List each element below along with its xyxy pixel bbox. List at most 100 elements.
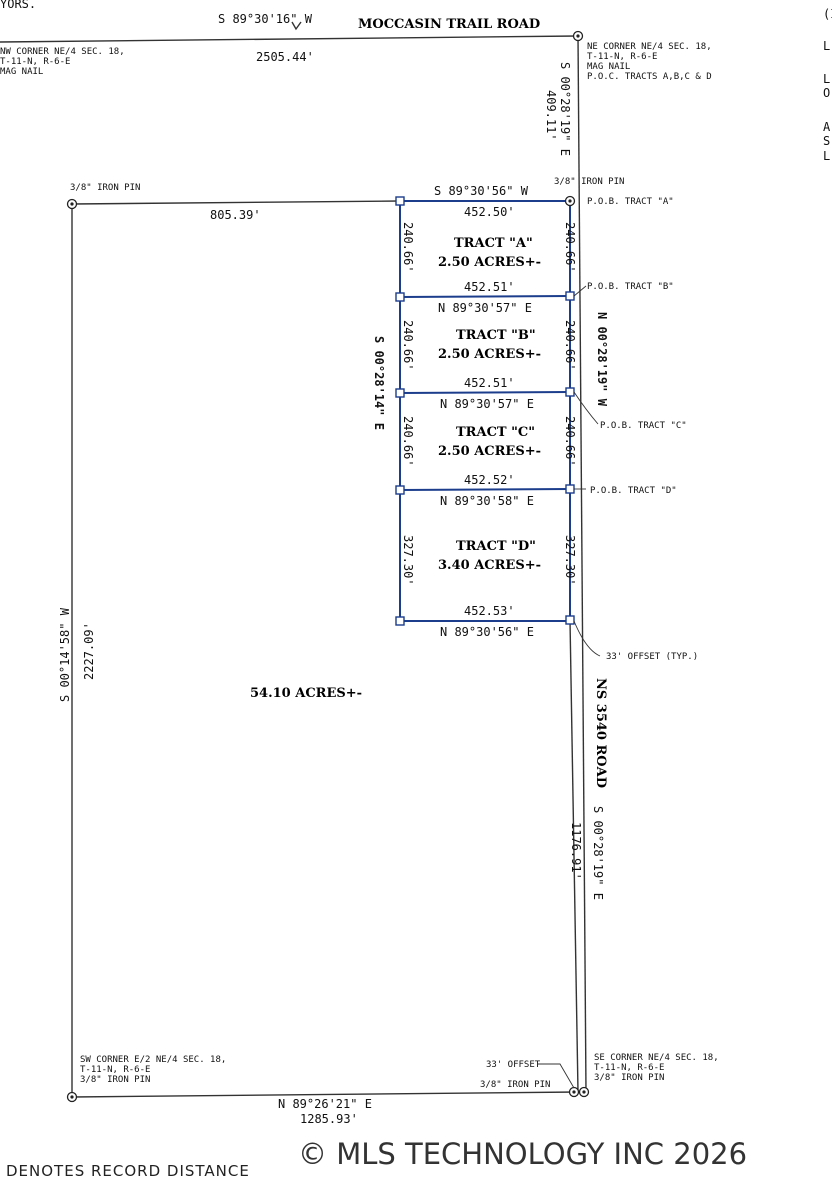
nw-corner-line: MAG NAIL: [0, 67, 43, 77]
leader-south-offset: [538, 1063, 575, 1089]
margin-fragment: S: [823, 134, 830, 148]
parent-west-distance: 2227.09': [82, 622, 96, 680]
tracts-west-bearing: S 00°28'14" E: [372, 336, 386, 430]
parent-east-distance: 1176.91': [569, 822, 583, 880]
tract-a-east-distance: 240.66': [563, 222, 577, 273]
sw-corner-line: 3/8" IRON PIN: [80, 1075, 150, 1085]
pob-tract-b: P.O.B. TRACT "B": [587, 282, 674, 292]
monument-square: [395, 292, 405, 302]
margin-fragment: L: [823, 39, 830, 53]
tract-d-name: TRACT "D": [456, 539, 536, 554]
pin-dot: [572, 1090, 576, 1094]
sw-corner-note: SW CORNER E/2 NE/4 SEC. 18, T-11-N, R-6-…: [80, 1055, 226, 1085]
tract-c-bearing: N 89°30'57" E: [440, 397, 534, 411]
tract-c-acres: 2.50 ACRES+-: [438, 444, 541, 459]
tract-lines: [399, 200, 571, 622]
pins: [66, 30, 590, 1103]
east-pin-label: 3/8" IRON PIN: [554, 177, 624, 187]
se-corner-line: SE CORNER NE/4 SEC. 18,: [594, 1053, 719, 1063]
tract-b-acres: 2.50 ACRES+-: [438, 347, 541, 362]
parent-south-bearing: N 89°26'21" E: [278, 1097, 372, 1111]
pin-dot: [576, 34, 580, 38]
right-margin-fragments: (I L L O A S L: [823, 7, 832, 163]
north-bearing: S 89°30'16" W: [218, 12, 313, 26]
parent-south-line: [71, 1091, 579, 1098]
tract-d-west-distance: 327.30': [401, 535, 415, 586]
east-top-bearing: S 00°28'19" E: [558, 62, 572, 156]
parent-area: 54.10 ACRES+-: [250, 686, 362, 701]
leader-pob-b: [573, 285, 587, 297]
tract-a: S 89°30'56" W 452.50' TRACT "A" 2.50 ACR…: [401, 184, 577, 273]
parent-south-distance: 1285.93': [300, 1112, 358, 1126]
north-distance: 2505.44': [256, 50, 314, 64]
pin-dot: [582, 1090, 586, 1094]
tract-d-south-distance: 452.53': [464, 604, 515, 618]
tract-b-east-distance: 240.66': [563, 320, 577, 371]
ne-corner-note: NE CORNER NE/4 SEC. 18, T-11-N, R-6-E MA…: [587, 42, 712, 82]
ne-corner-line: NE CORNER NE/4 SEC. 18,: [587, 42, 712, 52]
tract-b-west-distance: 240.66': [401, 320, 415, 371]
tract-c-west-distance: 240.66': [401, 416, 415, 467]
margin-fragment: O: [823, 86, 830, 100]
tract-c-east-distance: 240.66': [563, 416, 577, 467]
top-left-fragment: YORS.: [0, 0, 36, 11]
tract-divider-bc: [399, 391, 571, 394]
monument-square: [395, 388, 405, 398]
tract-d-east-distance: 327.30': [563, 535, 577, 586]
east-road-name: NS 3540 ROAD: [593, 678, 608, 788]
tract-b-bearing: N 89°30'57" E: [438, 301, 532, 315]
se-corner-line: 3/8" IRON PIN: [594, 1073, 664, 1083]
tract-a-acres: 2.50 ACRES+-: [438, 255, 541, 270]
section-north-line: [0, 35, 579, 43]
monument-square: [565, 387, 575, 397]
section-east-line: [577, 35, 587, 1093]
tract-b-name: TRACT "B": [456, 328, 536, 343]
sw-corner-line: SW CORNER E/2 NE/4 SEC. 18,: [80, 1055, 226, 1065]
se-corner-note: SE CORNER NE/4 SEC. 18, T-11-N, R-6-E 3/…: [594, 1053, 719, 1083]
tracts-east-bearing: N 00°28'19" W: [595, 312, 609, 407]
road-north-name: MOCCASIN TRAIL ROAD: [358, 17, 540, 32]
monument-square: [565, 291, 575, 301]
watermark: © MLS TECHNOLOGY INC 2026: [298, 1137, 747, 1171]
tract-d-bearing: N 89°30'58" E: [440, 494, 534, 508]
parent-north-line: [71, 200, 401, 205]
tract-c-south-distance: 452.51': [464, 376, 515, 390]
monument-square: [565, 615, 575, 625]
tract-a-north-bearing: S 89°30'56" W: [434, 184, 529, 198]
tract-divider-cd: [399, 488, 571, 491]
parent-north-distance: 805.39': [210, 208, 261, 222]
ne-corner-line: T-11-N, R-6-E: [587, 52, 657, 62]
tract-b: 452.51' N 89°30'57" E TRACT "B" 2.50 ACR…: [401, 280, 674, 371]
tract-c-name: TRACT "C": [456, 425, 535, 440]
se-corner-line: T-11-N, R-6-E: [594, 1063, 664, 1073]
leader-pob-c: [573, 391, 599, 425]
parent-east-line: [569, 619, 579, 1093]
nw-corner-line: T-11-N, R-6-E: [0, 57, 70, 67]
tract-d: 452.52' N 89°30'58" E TRACT "D" 3.40 ACR…: [401, 473, 677, 639]
ne-corner-line: MAG NAIL: [587, 62, 630, 72]
tract-d-north-distance: 452.52': [464, 473, 515, 487]
pob-tract-c: P.O.B. TRACT "C": [600, 421, 687, 431]
legend-record-distance: DENOTES RECORD DISTANCE: [6, 1162, 250, 1179]
ne-corner-line: P.O.C. TRACTS A,B,C & D: [587, 72, 712, 82]
tract-d-south-bearing: N 89°30'56" E: [440, 625, 534, 639]
tract-c: 452.51' N 89°30'57" E TRACT "C" 2.50 ACR…: [401, 376, 687, 467]
monument-square: [395, 196, 405, 206]
margin-fragment: A: [823, 120, 831, 134]
tract-divider-ab: [399, 295, 571, 298]
south-pin-label: 3/8" IRON PIN: [480, 1080, 550, 1090]
pob-tract-d: P.O.B. TRACT "D": [590, 486, 677, 496]
pin-dot: [70, 1095, 74, 1099]
pin-dot: [70, 202, 74, 206]
pob-tract-a: P.O.B. TRACT "A": [587, 197, 674, 207]
nw-corner-line: NW CORNER NE/4 SEC. 18,: [0, 47, 125, 57]
parent-east-bearing: S 00°28'19" E: [591, 806, 605, 900]
parent-west-bearing: S 00°14'58" W: [58, 607, 72, 702]
tract-b-south-distance: 452.51': [464, 280, 515, 294]
margin-fragment: (I: [823, 7, 832, 21]
margin-fragment: L: [823, 149, 830, 163]
parent-boundary: [0, 21, 587, 1098]
leader-lines: [538, 285, 601, 1089]
west-pin-label: 3/8" IRON PIN: [70, 183, 140, 193]
